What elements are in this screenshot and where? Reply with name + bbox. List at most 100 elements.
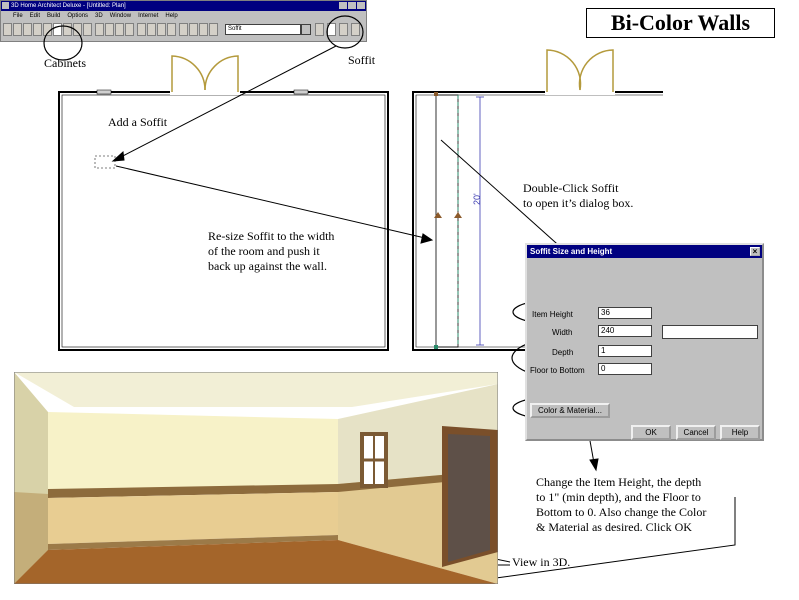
soffit-callout: Soffit (348, 53, 376, 67)
cabinet-tool-button[interactable] (53, 23, 62, 36)
menu-help[interactable]: Help (165, 13, 178, 19)
double-click-line-1: Double-Click Soffit (523, 181, 619, 195)
3d-chair-rail (48, 484, 338, 498)
fixture-tool-button[interactable] (63, 23, 72, 36)
zoom-in-tool-button[interactable] (209, 23, 218, 36)
change-line-2: to 1" (min depth), and the Floor to (536, 490, 701, 504)
dialog-title: Soffit Size and Height (530, 247, 613, 256)
color-material-button[interactable]: Color & Material... (530, 403, 610, 418)
item-height-input[interactable]: 36 (598, 307, 652, 319)
roof-tool-button[interactable] (95, 23, 104, 36)
dialog-close-button[interactable]: × (750, 247, 760, 256)
app-window-toolbar: 3D Home Architect Deluxe - [Untitled: Pl… (0, 0, 367, 42)
left-window-1 (96, 89, 112, 95)
close-button[interactable] (357, 2, 365, 9)
depth-input[interactable]: 1 (598, 345, 652, 357)
maximize-button[interactable] (348, 2, 356, 9)
change-line-3: Bottom to 0. Also change the Color (536, 505, 707, 519)
text-tool-button[interactable] (115, 23, 124, 36)
3d-ceiling (14, 372, 498, 407)
terrain-tool-button[interactable] (125, 23, 134, 36)
description-input[interactable] (662, 325, 758, 339)
depth-label: Depth (552, 348, 574, 357)
right-door-leaf-2 (578, 49, 614, 92)
width-input[interactable]: 240 (598, 325, 652, 337)
menu-3d[interactable]: 3D (95, 13, 103, 19)
ok-button[interactable]: OK (631, 425, 671, 440)
zoom-tool-button[interactable] (147, 23, 156, 36)
arc-tool-button[interactable] (189, 23, 198, 36)
menu-bar: File Edit Build Options 3D Window Intern… (1, 12, 366, 21)
cancel-button[interactable]: Cancel (676, 425, 716, 440)
left-room-inner-walls (61, 94, 386, 348)
wall-tool-button[interactable] (13, 23, 22, 36)
soffit-handle-left (434, 212, 442, 218)
floor-to-bottom-input[interactable]: 0 (598, 363, 652, 375)
arrow-soffit-to-plan (118, 45, 337, 159)
view-3d-callout: View in 3D. (512, 555, 571, 569)
3d-floor (14, 540, 498, 584)
add-soffit-callout: Add a Soffit (108, 115, 168, 129)
right-door-gap (545, 89, 615, 95)
menu-internet[interactable]: Internet (138, 13, 159, 19)
panel-tool-button[interactable] (315, 23, 324, 36)
menu-build[interactable]: Build (47, 13, 61, 19)
undo-tool-button[interactable] (167, 23, 176, 36)
tool-bar: Soffit (3, 23, 364, 39)
bracket-line (495, 497, 736, 579)
menu-file[interactable]: File (13, 13, 23, 19)
resize-instruction: Re-size Soffit to the width of the room … (208, 229, 334, 274)
play-tool-button[interactable] (199, 23, 208, 36)
left-window-2 (293, 89, 309, 95)
tool-combo-box[interactable]: Soffit (225, 24, 301, 35)
combo-dropdown-icon[interactable] (301, 24, 311, 35)
change-line-1: Change the Item Height, the depth (536, 475, 702, 489)
cabinets-highlight-circle (43, 25, 83, 61)
menu-options[interactable]: Options (67, 13, 89, 19)
dimension-label: 20' (472, 193, 482, 205)
minimize-button[interactable] (339, 2, 347, 9)
shelf-tool-button[interactable] (351, 23, 360, 36)
3d-door-opening (448, 434, 490, 562)
floor-to-bottom-label: Floor to Bottom (530, 366, 585, 375)
change-instruction: Change the Item Height, the depth to 1" … (536, 475, 706, 535)
double-click-line-2: to open it’s dialog box. (523, 196, 634, 210)
change-line-4: & Material as desired. Click OK (536, 520, 692, 534)
menu-window[interactable]: Window (109, 13, 132, 19)
electrical-tool-button[interactable] (83, 23, 92, 36)
resize-line-2: of the room and push it (208, 244, 320, 258)
double-click-instruction: Double-Click Soffit to open it’s dialog … (523, 181, 633, 211)
soffit-highlight-circle (326, 15, 364, 49)
door-tool-button[interactable] (23, 23, 32, 36)
small-soffit (94, 155, 116, 169)
pan-tool-button[interactable] (157, 23, 166, 36)
camera-tool-button[interactable] (137, 23, 146, 36)
right-door-leaf-1 (546, 49, 582, 92)
soffit-dialog: Soffit Size and Height × Item Height 36 … (525, 243, 764, 441)
select-tool-button[interactable] (3, 23, 12, 36)
help-button[interactable]: Help (720, 425, 760, 440)
3d-back-wall-lower (48, 492, 338, 544)
left-room-walls (58, 91, 389, 351)
width-label: Width (552, 328, 573, 337)
3d-baseboard (48, 535, 338, 550)
app-title-bar: 3D Home Architect Deluxe - [Untitled: Pl… (1, 1, 366, 11)
menu-edit[interactable]: Edit (29, 13, 41, 19)
app-icon (2, 2, 9, 9)
room-3d-view (14, 372, 498, 584)
column-tool-button[interactable] (339, 23, 348, 36)
resize-line-3: back up against the wall. (208, 259, 327, 273)
dialog-title-bar: Soffit Size and Height × (527, 245, 762, 258)
soffit-handle-top (434, 92, 438, 96)
left-floor-plan (58, 55, 389, 351)
dimension-tool-button[interactable] (105, 23, 114, 36)
app-title: 3D Home Architect Deluxe - [Untitled: Pl… (11, 3, 126, 9)
slide-title: Bi-Color Walls (586, 8, 775, 38)
window-tool-button[interactable] (33, 23, 42, 36)
soffit-handle-bottom (434, 345, 438, 349)
left-door-leaf-2 (204, 55, 239, 92)
resize-line-1: Re-size Soffit to the width (208, 229, 335, 243)
left-door-gap (170, 89, 240, 95)
arrow-plan-to-resized (115, 165, 426, 239)
line-tool-button[interactable] (179, 23, 188, 36)
